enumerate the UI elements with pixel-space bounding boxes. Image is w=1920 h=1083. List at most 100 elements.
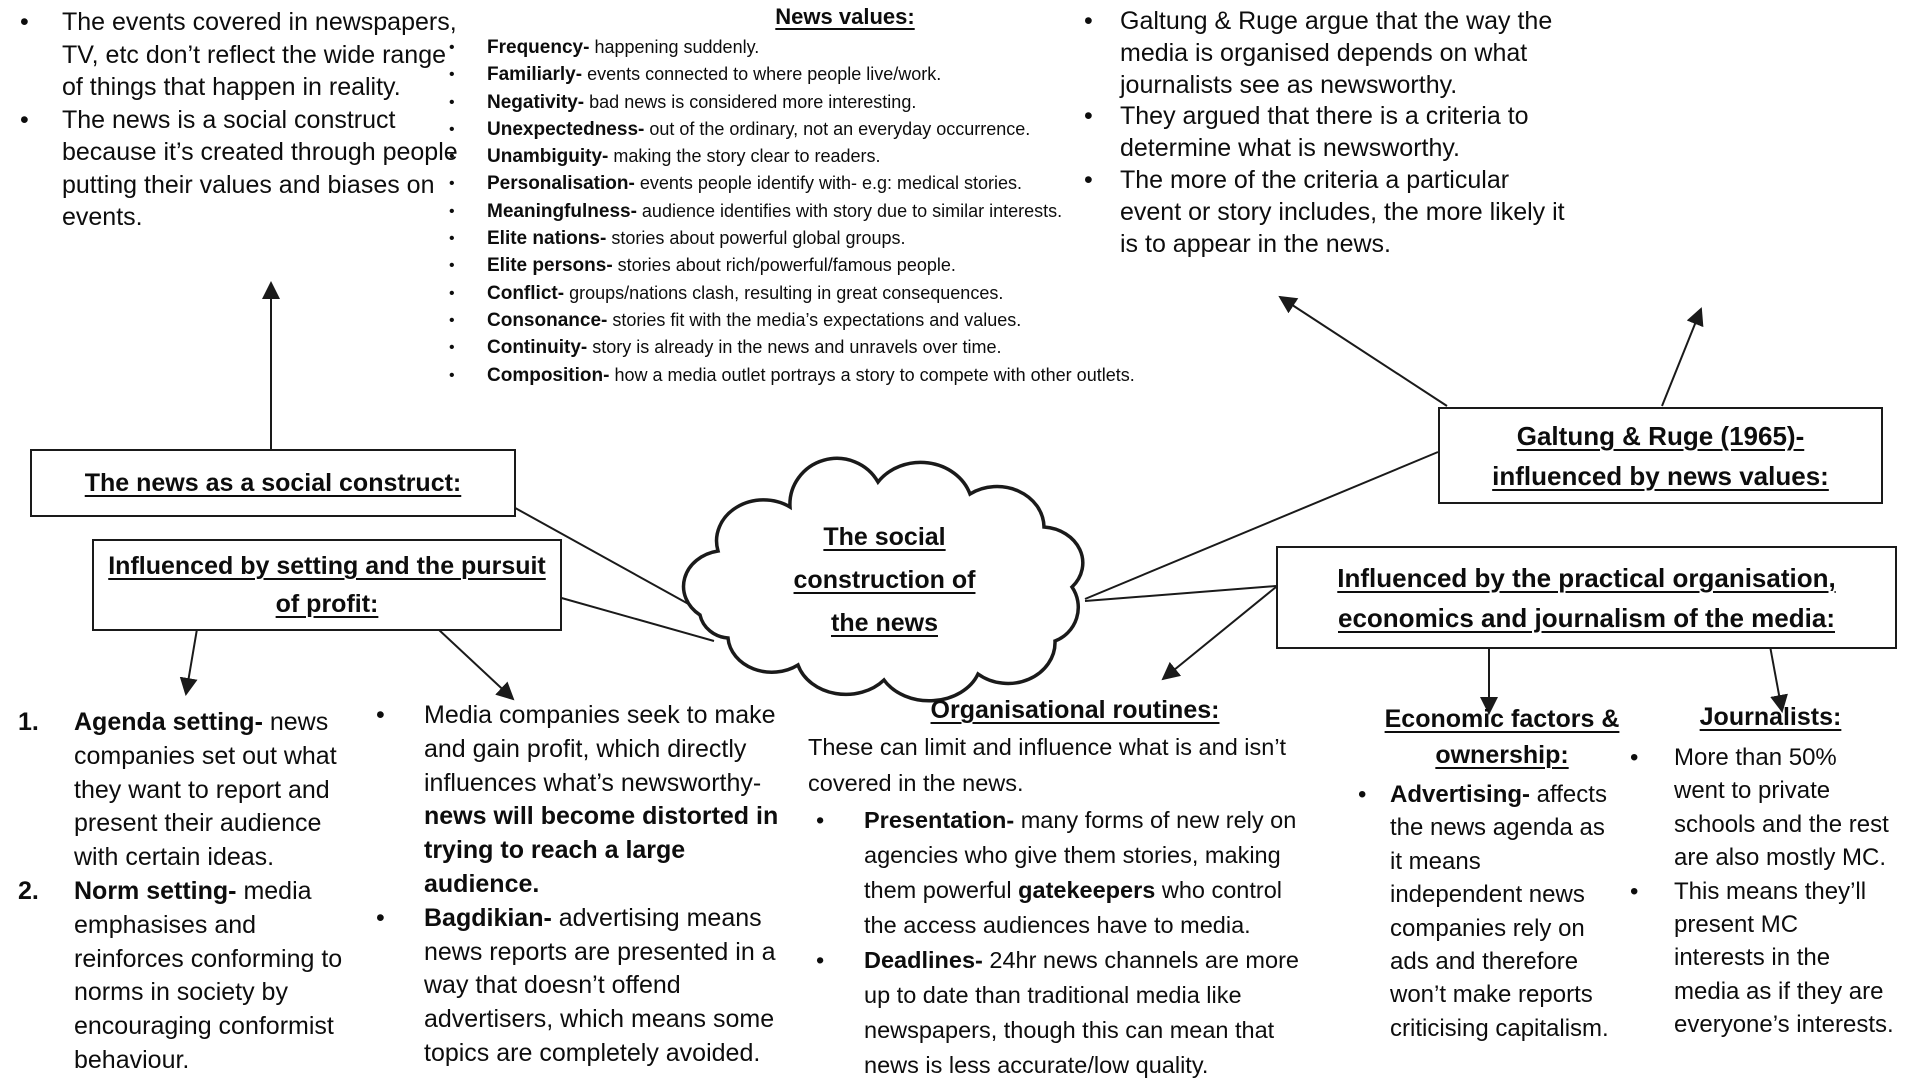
setting-profit-box: Influenced by setting and the pursuit of… [92,539,562,631]
news-value-desc: out of the ordinary, not an everyday occ… [649,118,1031,139]
list-item: • Presentation- many forms of new rely o… [808,803,1370,943]
news-value-desc: events connected to where people live/wo… [587,64,942,85]
gatekeepers-bold: gatekeepers [1018,877,1156,903]
news-value-item: • Frequency- happening suddenly. [445,34,1205,61]
news-value-item: •Elite nations- stories about powerful g… [445,225,1205,252]
list-item: • Advertising- affects the news agenda a… [1358,778,1668,1045]
bullet-marker: • [449,120,455,138]
news-value-item: • Unambiguity- making the story clear to … [445,143,1205,170]
org-routines-intro: These can limit and influence what is an… [808,734,1287,796]
cloud-shape [681,456,1085,703]
galtung-argument-list: • Galtung & Ruge argue that the way the … [1082,6,1662,260]
news-value-term: Conflict- [487,282,565,304]
arrow-galtung-to-newsvalues [1278,295,1448,407]
bullet-marker: • [449,339,455,357]
bullet-marker: • [376,903,385,932]
practical-organisation-label: Influenced by the practical organisation… [1337,562,1836,633]
line-cloud-to-galtung [1084,451,1439,600]
bullet-marker: • [376,701,385,729]
news-value-desc: groups/nations clash, resulting in great… [569,282,1004,303]
news-value-term: Elite nations- [487,228,607,250]
news-value-term: Consonance- [487,309,608,331]
media-companies-bold: news will become distorted in trying to … [424,802,779,898]
news-value-desc: making the story clear to readers. [613,146,881,167]
arrow-profitbox-to-agenda [179,628,198,696]
item-number: 2. [18,876,39,905]
line-cloud-to-practical [1084,585,1277,602]
org-routines-list: • Presentation- many forms of new rely o… [808,803,1370,1083]
item-desc: news companies set out what they want to… [74,708,337,872]
news-value-item: •Continuity- story is already in the new… [445,334,1205,361]
news-value-desc: story is already in the news and unravel… [592,337,1002,358]
list-item: • They argued that there is a criteria t… [1082,101,1662,165]
deadlines-text: Deadlines- 24hr news channels are more u… [864,943,1299,1083]
journalists-bullet-text: More than 50% went to private schools an… [1674,744,1889,872]
advertising-term: Advertising- [1390,781,1531,808]
news-value-term: Meaningfulness- [487,200,637,222]
setting-profit-label: Influenced by setting and the pursuit of… [108,552,546,618]
bullet-marker: • [449,175,455,193]
news-value-term: Frequency- [487,37,590,58]
social-construct-label: The news as a social construct: [84,468,462,497]
list-item: • The more of the criteria a particular … [1082,165,1662,260]
list-item: • This means they’ll present MC interest… [1622,875,1920,1042]
org-routines-title: Organisational routines: [930,696,1220,724]
item-desc: media emphasises and reinforces conformi… [74,876,343,1074]
item-text: Agenda setting- news companies set out w… [74,706,337,875]
bullet-marker: • [449,257,455,275]
news-value-term: Composition- [487,364,610,386]
news-value-item: •Negativity- bad news is considered more… [445,89,1205,116]
list-item: • Media companies seek to make and gain … [368,699,820,902]
news-value-term: Familiarly- [487,64,583,86]
bullet-marker: • [816,807,825,833]
arrow-profitbox-to-media [437,628,515,701]
bullet-marker: • [449,284,455,302]
bullet-marker: • [449,93,455,111]
social-construct-box: The news as a social construct: [30,449,516,517]
news-value-item: •Consonance- stories fit with the media’… [445,307,1205,334]
arrow-practical-to-routines [1161,586,1277,681]
news-value-item: •Familiarly- events connected to where p… [445,61,1205,88]
bullet-marker: • [449,311,455,329]
news-value-item: • Composition- how a media outlet portray… [445,362,1205,389]
news-value-desc: audience identifies with story due to si… [641,200,1063,221]
news-value-desc: stories about powerful global groups. [611,228,906,249]
media-companies-text: Media companies seek to make and gain pr… [424,699,778,902]
bullet-marker: • [20,8,29,36]
intro-bullet-text: The news is a social construct because i… [62,105,458,232]
item-term: Norm setting- [74,876,237,905]
numbered-item: 2. Norm setting- media emphasises and re… [14,875,376,1078]
journalists-list: • More than 50% went to private schools … [1622,741,1920,1042]
news-value-term: Unambiguity- [487,146,609,168]
galtung-ruge-box: Galtung & Ruge (1965)- influenced by new… [1438,407,1883,504]
arrow-practical-to-journalists [1769,645,1788,713]
media-companies-regular: Media companies seek to make and gain pr… [424,701,776,797]
news-value-desc: how a media outlet portrays a story to c… [614,364,1135,385]
bullet-marker: • [449,39,455,56]
bullet-marker: • [1630,877,1639,905]
list-item: • Galtung & Ruge argue that the way the … [1082,6,1662,101]
bagdikian-desc: advertising means news reports are prese… [424,903,776,1067]
deadlines-desc: 24hr news channels are more up to date t… [864,947,1299,1078]
bullet-marker: • [816,947,825,973]
presentation-term: Presentation- [864,807,1015,833]
bullet-marker: • [449,148,455,166]
bullet-marker: • [20,105,29,134]
central-topic-label: The social construction of the news [793,523,976,637]
news-value-item: •Personalisation- events people identify… [445,170,1205,197]
news-value-desc: happening suddenly. [594,37,760,57]
news-value-item: •Meaningfulness- audience identifies wit… [445,198,1205,225]
bullet-marker: • [449,366,455,384]
galtung-bullet-text: Galtung & Ruge argue that the way the me… [1120,7,1553,99]
bullet-marker: • [1084,165,1093,194]
intro-bullet-text: The events covered in newspapers, TV, et… [62,8,457,101]
deadlines-term: Deadlines- [864,947,983,973]
list-item: • The news is a social construct because… [14,104,534,234]
galtung-bullet-text: The more of the criteria a particular ev… [1120,165,1565,258]
news-value-item: •Elite persons- stories about rich/power… [445,252,1205,279]
line-construct-to-cloud [507,503,704,613]
item-term: Agenda setting- [74,708,263,736]
news-value-term: Negativity- [487,91,585,113]
news-value-item: •Unexpectedness- out of the ordinary, no… [445,116,1205,143]
